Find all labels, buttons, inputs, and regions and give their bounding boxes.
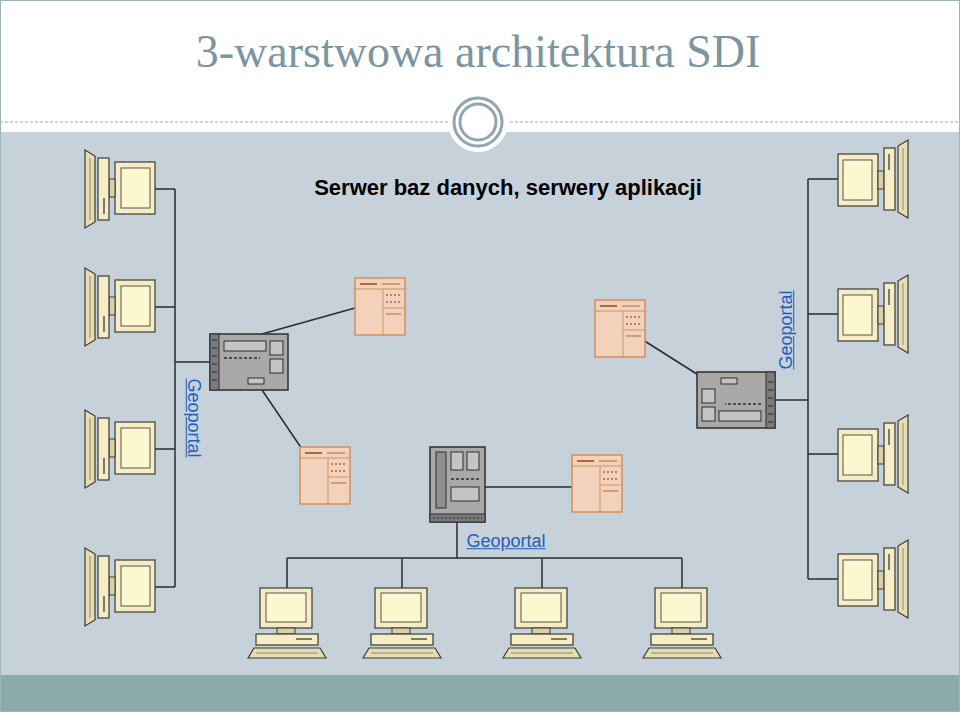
wire xyxy=(175,361,210,363)
computer xyxy=(503,588,581,658)
computer xyxy=(838,540,908,618)
wire xyxy=(155,306,175,308)
wire xyxy=(541,558,543,588)
application-server xyxy=(210,334,288,390)
section-heading: Serwer baz danych, serwery aplikacji xyxy=(314,175,702,201)
wire xyxy=(808,453,838,455)
wire xyxy=(808,178,838,180)
geoportal-label: Geoportal xyxy=(466,531,545,553)
content-panel xyxy=(0,132,960,675)
computer xyxy=(85,268,155,346)
computer xyxy=(85,410,155,488)
database xyxy=(595,300,645,357)
wire xyxy=(485,486,572,488)
computer xyxy=(85,150,155,228)
bus-line xyxy=(174,189,176,587)
computer xyxy=(838,275,908,353)
computer xyxy=(838,140,908,218)
database xyxy=(300,447,350,504)
wire xyxy=(155,586,175,588)
wire xyxy=(456,522,458,558)
bus-line xyxy=(287,557,682,559)
bus-line xyxy=(807,179,809,579)
wire xyxy=(643,340,700,376)
divider-ornament xyxy=(454,98,502,146)
geoportal-label: Geoportal xyxy=(182,378,204,457)
wire xyxy=(681,558,683,588)
application-server xyxy=(697,372,775,428)
database xyxy=(355,278,405,335)
divider-ornament xyxy=(460,104,496,140)
wire xyxy=(808,578,838,580)
wire xyxy=(775,399,808,401)
footer-band xyxy=(0,675,960,712)
database-server xyxy=(430,447,485,522)
wire xyxy=(286,558,288,588)
computer xyxy=(248,588,326,658)
geoportal-label: Geoportal xyxy=(776,290,798,369)
wire xyxy=(401,558,403,588)
wire xyxy=(262,308,355,334)
wire xyxy=(262,390,302,449)
computer xyxy=(838,415,908,493)
wire xyxy=(155,188,175,190)
network-wires xyxy=(155,179,838,588)
slide-title: 3-warstwowa architektura SDI xyxy=(196,27,761,78)
computer xyxy=(85,548,155,626)
computer xyxy=(643,588,721,658)
wire xyxy=(808,313,838,315)
computer xyxy=(363,588,441,658)
wire xyxy=(155,448,175,450)
database xyxy=(572,455,622,512)
divider-ornament xyxy=(449,93,507,151)
